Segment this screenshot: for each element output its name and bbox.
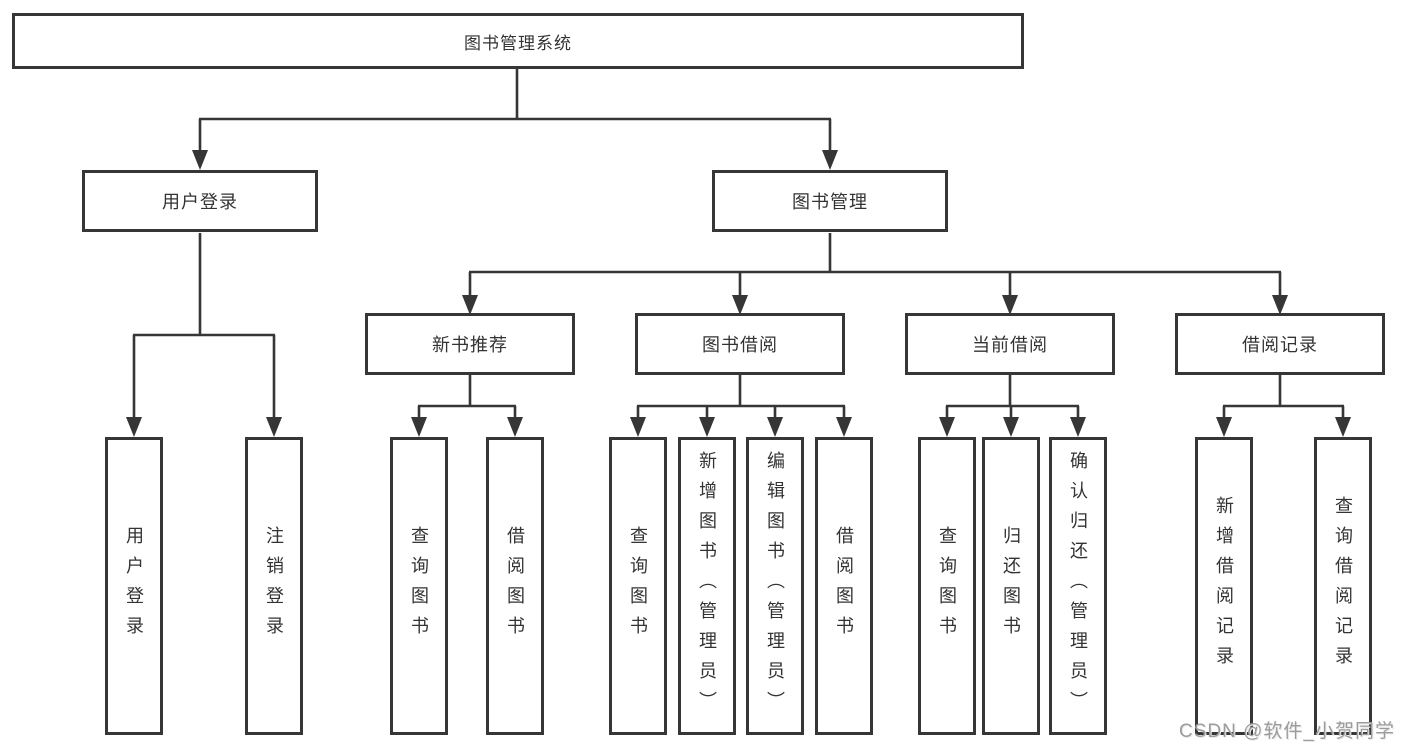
leaf-query-books-borrow-label: 查询图书 [628,526,648,646]
connector-mgmt-to-level3 [468,233,1282,310]
node-book-borrow: 图书借阅 [635,313,845,375]
arrowheads [126,150,1351,437]
leaf-borrow-books: 借阅图书 [815,437,873,735]
leaf-add-books-admin: 新增图书（管理员） [678,437,736,735]
leaf-return-books-label: 归还图书 [1001,526,1021,646]
leaf-query-books-recommend-label: 查询图书 [409,526,429,646]
root-node: 图书管理系统 [12,13,1024,69]
connector-root-to-level2 [198,69,832,165]
leaf-add-borrow-record-label: 新增借阅记录 [1214,496,1234,676]
node-book-management-label: 图书管理 [792,192,868,212]
leaf-return-books: 归还图书 [982,437,1040,735]
leaf-borrow-books-recommend: 借阅图书 [486,437,544,735]
node-borrow-records-label: 借阅记录 [1242,335,1318,355]
leaf-query-books-current-label: 查询图书 [937,526,957,646]
node-user-login: 用户登录 [82,170,318,232]
node-new-book-recommend-label: 新书推荐 [432,335,508,355]
node-book-management: 图书管理 [712,170,948,232]
leaf-user-login: 用户登录 [105,437,163,735]
leaf-confirm-return-admin-label: 确认归还（管理员） [1068,451,1088,721]
node-book-borrow-label: 图书借阅 [702,335,778,355]
leaf-query-borrow-record: 查询借阅记录 [1314,437,1372,735]
connector-recommend-branch [417,375,517,432]
leaf-query-books-borrow: 查询图书 [609,437,667,735]
leaf-borrow-books-label: 借阅图书 [834,526,854,646]
leaf-query-books-recommend: 查询图书 [390,437,448,735]
connector-records-branch [1222,375,1345,432]
connector-login-to-leaves [132,233,276,432]
leaf-borrow-books-recommend-label: 借阅图书 [505,526,525,646]
node-user-login-label: 用户登录 [162,192,238,212]
leaf-query-borrow-record-label: 查询借阅记录 [1333,496,1353,676]
watermark: CSDN @软件_小贺同学 [1179,721,1395,742]
node-borrow-records: 借阅记录 [1175,313,1385,375]
root-node-label: 图书管理系统 [464,33,572,53]
node-new-book-recommend: 新书推荐 [365,313,575,375]
connector-borrow-branch [636,375,846,432]
leaf-user-login-label: 用户登录 [124,526,144,646]
leaf-logout-label: 注销登录 [264,526,284,646]
leaf-edit-books-admin: 编辑图书（管理员） [746,437,804,735]
leaf-edit-books-admin-label: 编辑图书（管理员） [765,451,785,721]
leaf-query-books-current: 查询图书 [918,437,976,735]
node-current-borrow-label: 当前借阅 [972,335,1048,355]
leaf-confirm-return-admin: 确认归还（管理员） [1049,437,1107,735]
leaf-add-books-admin-label: 新增图书（管理员） [697,451,717,721]
node-current-borrow: 当前借阅 [905,313,1115,375]
leaf-add-borrow-record: 新增借阅记录 [1195,437,1253,735]
leaf-logout: 注销登录 [245,437,303,735]
